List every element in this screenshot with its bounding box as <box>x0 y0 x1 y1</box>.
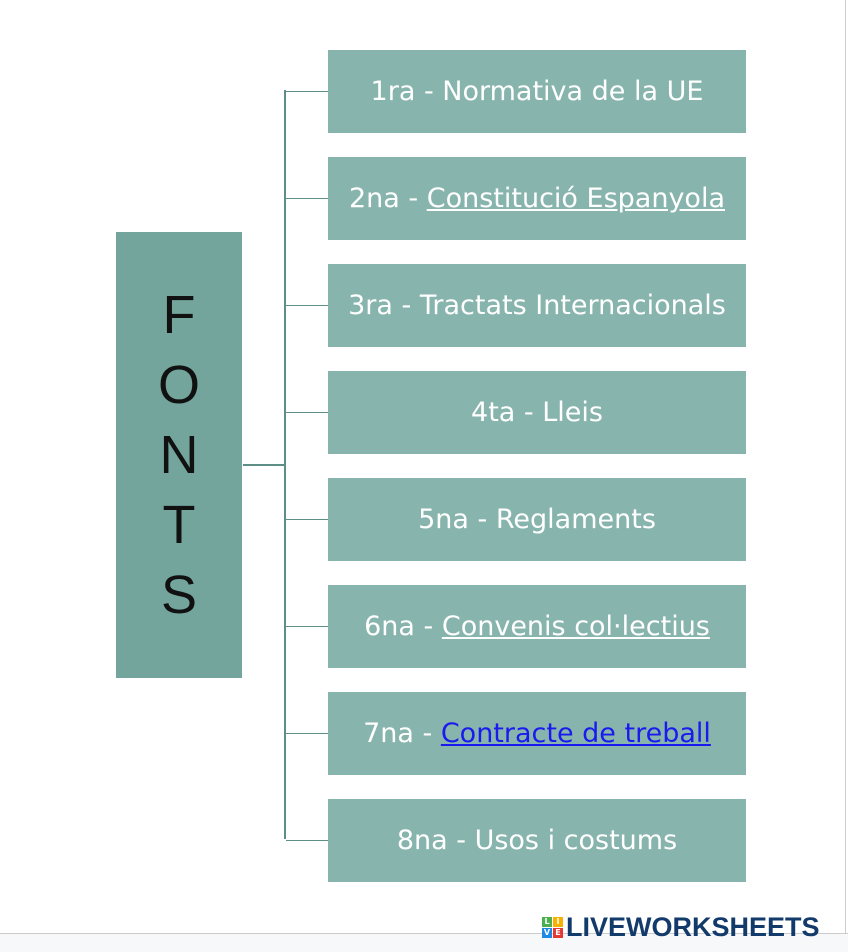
branch-connector <box>286 626 328 627</box>
branch-connector <box>286 305 328 306</box>
source-box: 1ra - Normativa de la UE <box>328 50 746 133</box>
logo-tile: V <box>542 928 552 938</box>
source-box: 2na - Constitució Espanyola <box>328 157 746 240</box>
rank-label: 8na - <box>396 825 475 856</box>
source-label: Convenis col·lectius <box>441 611 710 642</box>
footer-bar <box>0 933 848 952</box>
source-label: Lleis <box>542 397 603 428</box>
logo-tile: E <box>553 928 563 938</box>
rank-label: 4ta - <box>471 397 543 428</box>
branch-connector <box>286 840 328 841</box>
logo-tile: I <box>553 917 563 927</box>
rank-label: 3ra - <box>348 290 420 321</box>
root-letter: S <box>160 565 198 625</box>
source-label: Normativa de la UE <box>442 76 704 107</box>
source-box: 5na - Reglaments <box>328 478 746 561</box>
branch-connector <box>286 519 328 520</box>
rank-label: 1ra - <box>370 76 443 107</box>
rank-label: 7na - <box>363 718 441 749</box>
root-letter: N <box>159 425 199 485</box>
rank-label: 5na - <box>418 504 496 535</box>
source-label[interactable]: Contracte de treball <box>440 718 711 749</box>
root-connector <box>243 464 286 466</box>
root-letter: T <box>162 495 196 555</box>
root-letter: F <box>162 285 196 345</box>
source-label: Tractats Internacionals <box>419 290 726 321</box>
source-label: Reglaments <box>495 504 656 535</box>
source-box: 8na - Usos i costums <box>328 799 746 882</box>
branch-connector <box>286 412 328 413</box>
trunk-connector <box>284 90 286 839</box>
page-border <box>845 0 846 933</box>
source-label: Usos i costums <box>474 825 678 856</box>
source-box: 7na - Contracte de treball <box>328 692 746 775</box>
source-label: Constitució Espanyola <box>426 183 725 214</box>
logo-tile: L <box>542 917 552 927</box>
source-box: 3ra - Tractats Internacionals <box>328 264 746 347</box>
rank-label: 2na - <box>348 183 427 214</box>
source-box: 6na - Convenis col·lectius <box>328 585 746 668</box>
source-box: 4ta - Lleis <box>328 371 746 454</box>
logo-text: LIVEWORKSHEETS <box>566 912 820 942</box>
rank-label: 6na - <box>364 611 442 642</box>
branch-connector <box>286 733 328 734</box>
root-letter: O <box>157 355 200 415</box>
branch-connector <box>286 91 328 92</box>
branch-connector <box>286 198 328 199</box>
